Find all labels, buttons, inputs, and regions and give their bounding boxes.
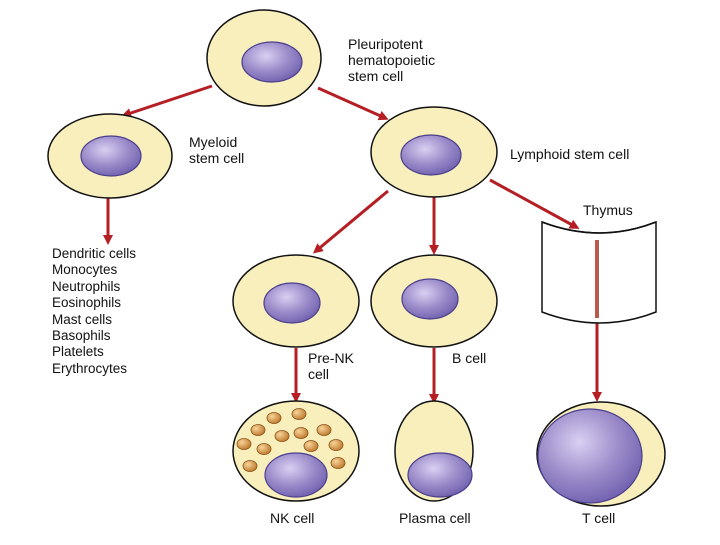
list-item: Platelets — [52, 344, 104, 360]
t-cell-label: T cell — [582, 510, 616, 526]
pre-nk-cell — [232, 254, 360, 348]
b-cell — [370, 254, 498, 348]
list-item: Basophils — [52, 328, 111, 344]
thymus-label: Thymus — [583, 202, 633, 218]
nk-cell — [232, 400, 360, 502]
nk-cell-label: NK cell — [270, 510, 315, 526]
b-cell-label: B cell — [452, 350, 487, 366]
stem-cell — [206, 9, 322, 107]
plasma-cell-nucleus — [407, 452, 473, 498]
arrows — [103, 84, 602, 404]
plasma-cell-label: Plasma cell — [399, 510, 471, 526]
stem-cell-label: Pleuripotent hematopoietic stem cell — [348, 36, 436, 84]
nk-granules — [236, 408, 346, 472]
plasma-cell — [394, 400, 474, 502]
list-item: Erythrocytes — [52, 360, 128, 376]
arrow-lymphoid-to-thymus — [489, 178, 580, 229]
list-item: Eosinophils — [52, 295, 122, 311]
arrow-stem-to-myeloid — [121, 84, 213, 118]
pre-nk-label: Pre-NK cell — [308, 350, 354, 382]
arrow-stem-to-lymphoid — [317, 86, 389, 121]
myeloid-nucleus — [80, 135, 142, 177]
t-cell-nucleus — [537, 408, 643, 504]
b-cell-nucleus — [401, 278, 459, 320]
nk-cell-nucleus — [264, 452, 328, 498]
arrow-lymphoid-to-prenk — [312, 189, 389, 254]
myeloid-stem-cell — [47, 113, 173, 199]
thymus-cylinder-icon — [541, 220, 657, 324]
list-item: Mast cells — [52, 311, 113, 327]
t-cell — [536, 401, 666, 507]
lymphoid-label: Lymphoid stem cell — [510, 146, 630, 162]
list-item: Dendritic cells — [52, 246, 137, 261]
myeloid-label: Myeloid stem cell — [189, 134, 245, 166]
myeloid-products-list: Dendritic cells Monocytes Neutrophils Eo… — [52, 246, 136, 377]
list-item: Monocytes — [52, 262, 118, 278]
lymphoid-nucleus — [400, 134, 462, 176]
stem-cell-nucleus — [241, 41, 303, 83]
lymphoid-stem-cell — [370, 106, 498, 198]
list-item: Neutrophils — [52, 278, 121, 294]
pre-nk-nucleus — [263, 282, 321, 324]
